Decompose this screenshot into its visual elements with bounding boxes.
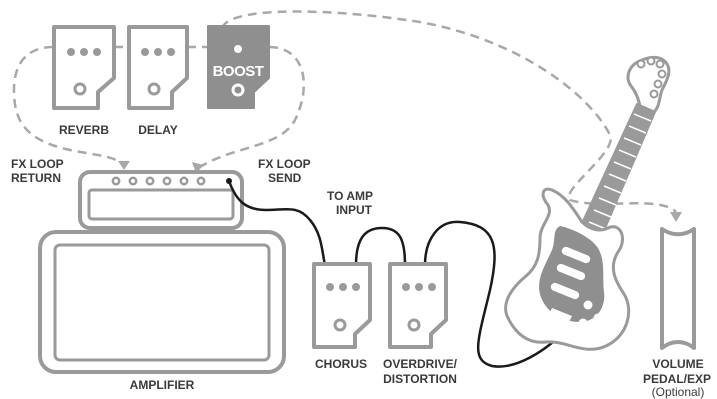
guitar-knobs [578,300,603,328]
arrow-volume [670,212,682,222]
dashed-cable-volume [220,10,677,213]
delay-pedal[interactable] [127,25,189,110]
reverb-label: REVERB [58,123,109,137]
volume-label-line1: VOLUME [652,357,704,371]
fx-loop-return-label-line1: FX LOOP [11,157,64,171]
guitar-neck [577,103,656,241]
volume-label-line2: PEDAL/EXP [642,372,711,386]
amplifier-cabinet [38,230,286,374]
delay-label: DELAY [138,123,178,137]
dashed-cable-return [12,45,125,167]
arrow-return [118,161,130,170]
amp-knobs [111,176,206,186]
guitar-bridge [549,308,572,322]
overdrive-pedal[interactable] [388,262,448,349]
instrument-cables [227,179,570,368]
overdrive-label-line1: OVERDRIVE/ [382,357,457,371]
amplifier-head [78,170,244,230]
fx-loop-return-label-line2: RETURN [11,171,61,185]
amplifier-label: AMPLIFIER [129,378,195,392]
boost-footswitch-icon [231,83,245,97]
fx-loop-send-label-line1: FX LOOP [258,157,311,171]
electric-guitar [504,55,671,351]
overdrive-label-line2: DISTORTION [383,372,457,386]
volume-pedal[interactable] [660,227,696,350]
guitar-pickups [550,246,591,300]
cable-overdrive-to-guitar [423,220,570,368]
boost-pedal[interactable]: BOOST [207,25,270,109]
chorus-footswitch-icon [333,318,347,332]
reverb-footswitch-icon [73,82,87,96]
cable-chorus-to-overdrive [354,226,407,267]
boost-label: BOOST [213,63,264,80]
guitar-frets [588,113,652,230]
fx-loop-send-label-line2: SEND [268,171,302,185]
guitar-tuners [636,56,667,99]
volume-label-optional: (Optional) [651,385,705,399]
chorus-label: CHORUS [314,357,367,371]
to-amp-input-label-line1: TO AMP [327,189,374,203]
cable-amp-to-chorus [227,179,327,267]
dashed-cable-send [197,45,306,170]
chorus-pedal[interactable] [312,262,372,349]
delay-footswitch-icon [147,82,161,96]
to-amp-input-label-line2: INPUT [336,203,372,217]
dashed-cables [12,10,677,213]
reverb-pedal[interactable] [52,25,116,110]
overdrive-footswitch-icon [407,318,421,332]
